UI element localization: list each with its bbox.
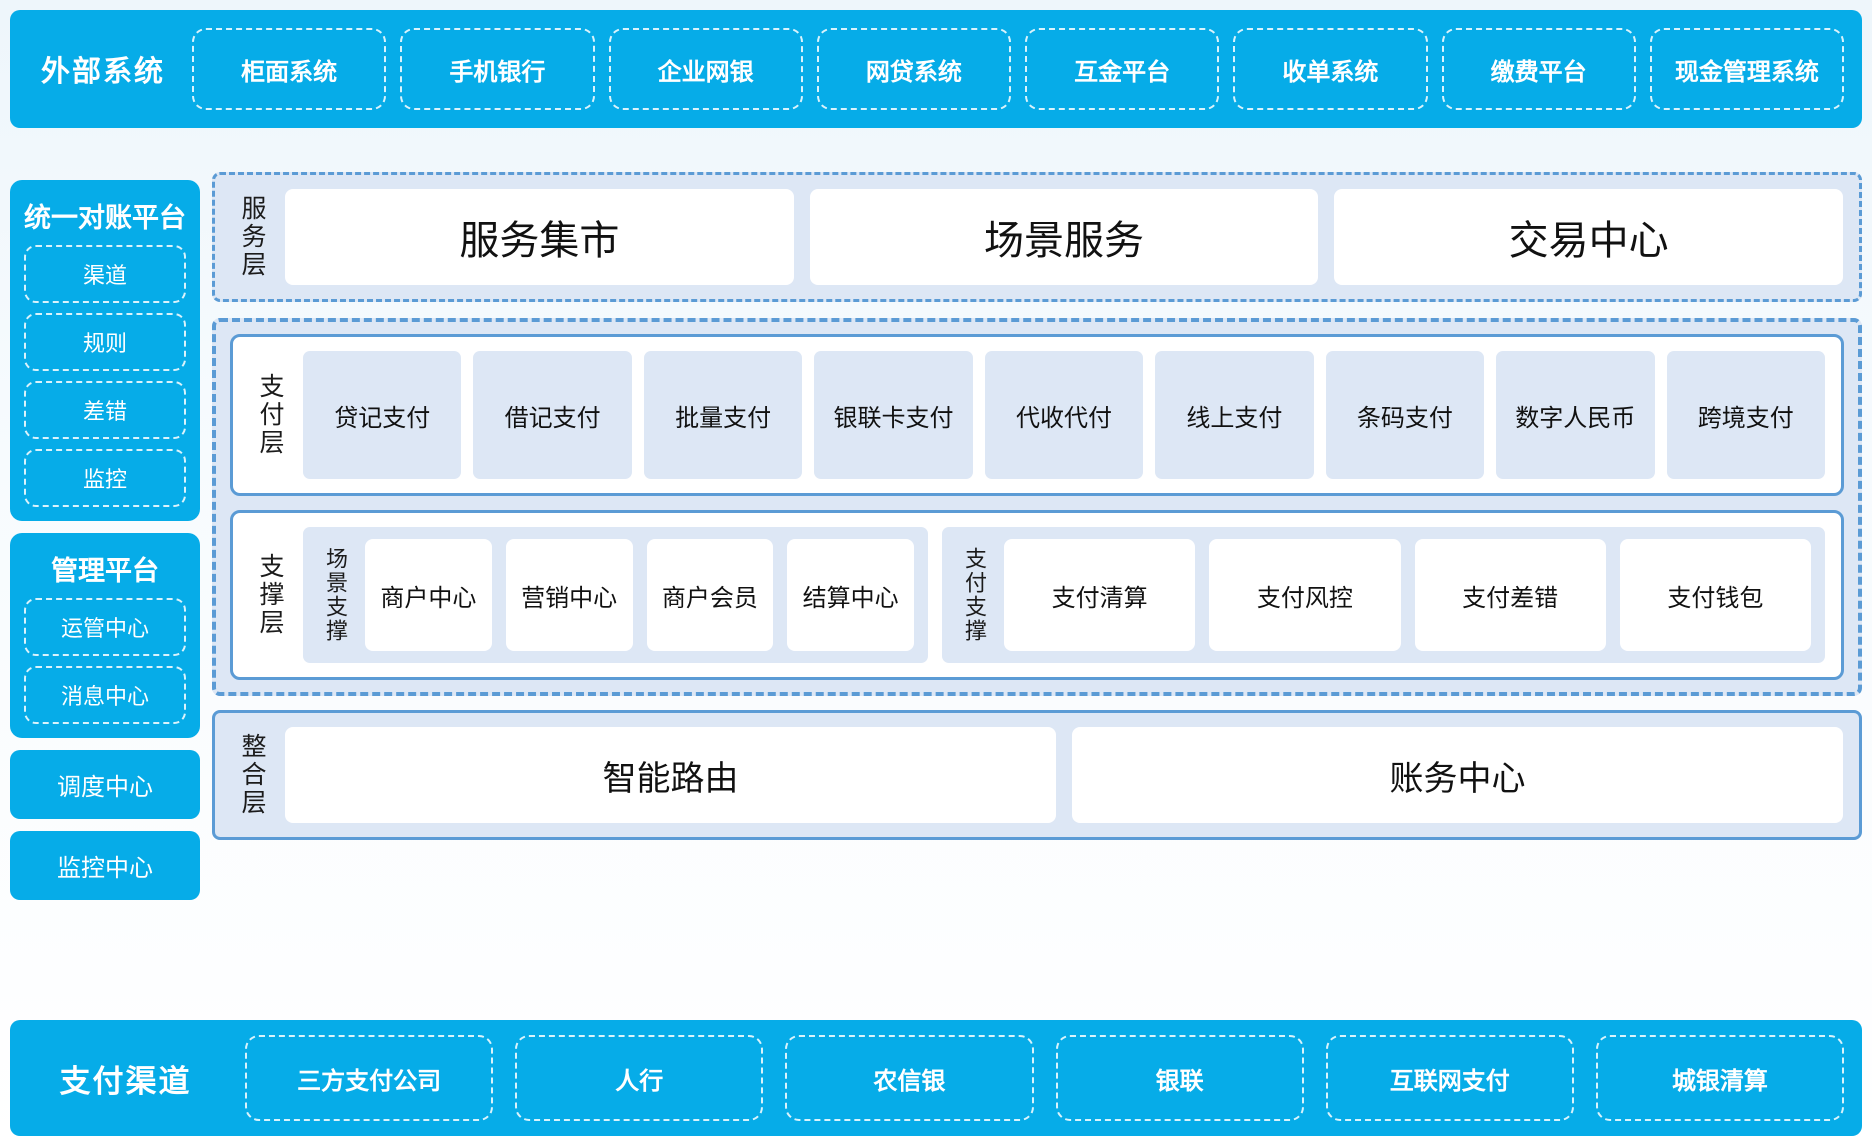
pay-item-debit[interactable]: 借记支付 (473, 351, 632, 479)
left-sidebar: 统一对账平台 渠道 规则 差错 监控 管理平台 运管中心 消息中心 调度中心 监… (10, 180, 200, 912)
sidebar-item-message-center[interactable]: 消息中心 (24, 666, 186, 724)
channel-item-pboc[interactable]: 人行 (515, 1035, 764, 1121)
channel-item-unionpay[interactable]: 银联 (1055, 1035, 1304, 1121)
pay-item-cross-border[interactable]: 跨境支付 (1666, 351, 1825, 479)
integration-layer-container: 整合层 智能路由 账务中心 (212, 710, 1862, 840)
external-system-item[interactable]: 互金平台 (1025, 28, 1220, 110)
support-layer-label: 支撑层 (256, 553, 284, 637)
support-card-pay-riskcontrol[interactable]: 支付风控 (1209, 539, 1401, 651)
support-card-pay-error[interactable]: 支付差错 (1414, 539, 1606, 651)
sidebar-item-schedule-center[interactable]: 调度中心 (10, 750, 200, 819)
service-card-scenario[interactable]: 场景服务 (809, 189, 1319, 285)
external-system-item[interactable]: 网贷系统 (816, 28, 1011, 110)
sidebar-item-channel[interactable]: 渠道 (24, 245, 186, 303)
pay-item-digital-rmb[interactable]: 数字人民币 (1496, 351, 1655, 479)
service-card-market[interactable]: 服务集市 (285, 189, 794, 285)
external-system-item[interactable]: 收单系统 (1233, 28, 1428, 110)
support-card-merchant-center[interactable]: 商户中心 (365, 539, 492, 651)
sidebar-block-management: 管理平台 运管中心 消息中心 (10, 533, 200, 738)
support-group-payment: 支付支撑 支付清算 支付风控 支付差错 支付钱包 (942, 527, 1825, 663)
service-card-transaction[interactable]: 交易中心 (1334, 189, 1844, 285)
external-systems-bar: 外部系统 柜面系统 手机银行 企业网银 网贷系统 互金平台 收单系统 缴费平台 … (10, 10, 1862, 128)
external-system-item[interactable]: 缴费平台 (1441, 28, 1636, 110)
pay-layer-container: 支付层 贷记支付 借记支付 批量支付 银联卡支付 代收代付 线上支付 条码支付 … (230, 334, 1844, 496)
support-card-settlement-center[interactable]: 结算中心 (787, 539, 914, 651)
pay-item-collection-payment[interactable]: 代收代付 (984, 351, 1144, 479)
payment-channels-bar: 支付渠道 三方支付公司 人行 农信银 银联 互联网支付 城银清算 (10, 1020, 1862, 1136)
payment-channels-title: 支付渠道 (59, 1063, 192, 1099)
channel-item-cips-clearing[interactable]: 城银清算 (1595, 1035, 1845, 1121)
sidebar-item-monitor[interactable]: 监控 (24, 449, 186, 507)
channel-item-rcc[interactable]: 农信银 (785, 1035, 1034, 1121)
core-platform-container: 支付层 贷记支付 借记支付 批量支付 银联卡支付 代收代付 线上支付 条码支付 … (212, 318, 1862, 696)
support-layer-container: 支撑层 场景支撑 商户中心 营销中心 商户会员 结算中心 (230, 510, 1844, 680)
integration-layer-label: 整合层 (238, 733, 266, 817)
support-card-pay-wallet[interactable]: 支付钱包 (1619, 539, 1811, 651)
sidebar-item-error[interactable]: 差错 (24, 381, 186, 439)
support-group-scenario: 场景支撑 商户中心 营销中心 商户会员 结算中心 (303, 527, 928, 663)
service-layer-label: 服务层 (238, 195, 266, 279)
sidebar-item-monitor-center[interactable]: 监控中心 (10, 831, 200, 900)
external-system-item[interactable]: 柜面系统 (192, 28, 387, 110)
channel-item-third-party[interactable]: 三方支付公司 (245, 1035, 494, 1121)
support-group-label-scenario: 场景支撑 (323, 547, 348, 643)
support-card-merchant-member[interactable]: 商户会员 (646, 539, 774, 651)
sidebar-block-title: 管理平台 (51, 556, 159, 586)
support-card-pay-clearing[interactable]: 支付清算 (1004, 539, 1196, 651)
main-column: 服务层 服务集市 场景服务 交易中心 支付层 贷记支付 借记支付 批量支付 (212, 172, 1862, 840)
external-system-item[interactable]: 现金管理系统 (1649, 28, 1844, 110)
support-group-label-payment: 支付支撑 (962, 547, 987, 643)
integration-card-accounting-center[interactable]: 账务中心 (1072, 727, 1843, 823)
external-systems-title: 外部系统 (40, 56, 165, 88)
pay-layer-label: 支付层 (256, 373, 284, 457)
integration-card-smart-routing[interactable]: 智能路由 (285, 727, 1056, 823)
channel-item-internet-pay[interactable]: 互联网支付 (1325, 1035, 1574, 1121)
sidebar-item-operation-center[interactable]: 运管中心 (24, 598, 186, 656)
pay-item-unionpay-card[interactable]: 银联卡支付 (814, 351, 973, 479)
sidebar-item-rule[interactable]: 规则 (24, 313, 186, 371)
sidebar-block-reconciliation: 统一对账平台 渠道 规则 差错 监控 (10, 180, 200, 521)
external-system-item[interactable]: 手机银行 (400, 28, 595, 110)
pay-item-credit[interactable]: 贷记支付 (303, 351, 462, 479)
external-system-item[interactable]: 企业网银 (608, 28, 803, 110)
pay-item-batch[interactable]: 批量支付 (643, 351, 803, 479)
pay-item-barcode[interactable]: 条码支付 (1325, 351, 1485, 479)
service-layer-container: 服务层 服务集市 场景服务 交易中心 (212, 172, 1862, 302)
sidebar-block-title: 统一对账平台 (24, 203, 186, 233)
support-card-marketing-center[interactable]: 营销中心 (505, 539, 633, 651)
pay-item-online[interactable]: 线上支付 (1155, 351, 1314, 479)
